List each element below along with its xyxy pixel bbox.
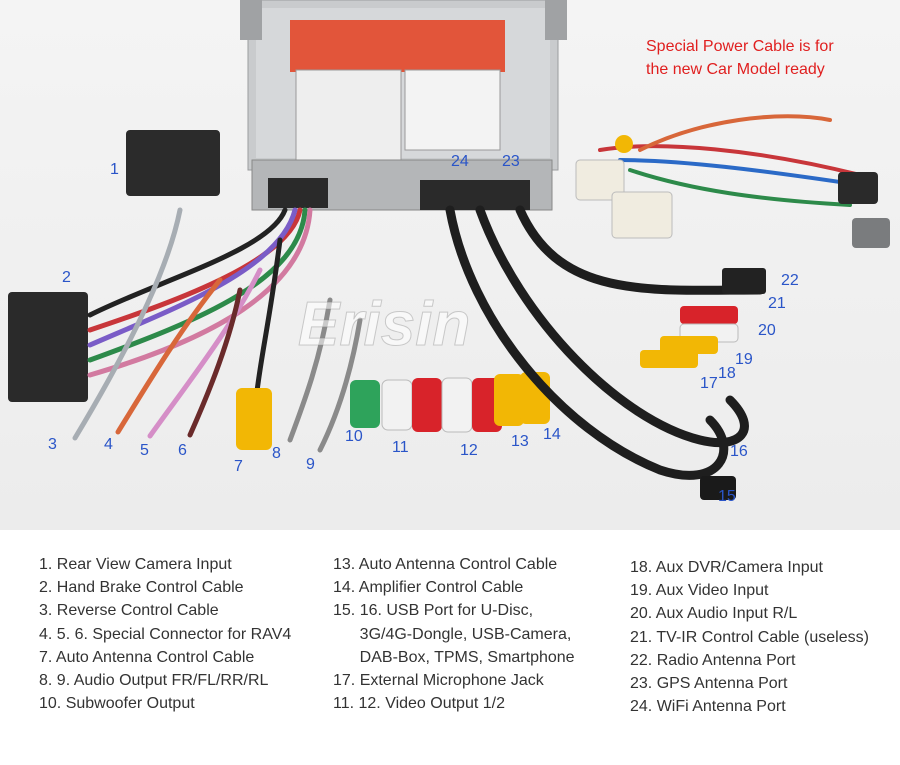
- legend-column-2: 13. Auto Antenna Control Cable 14. Amplif…: [333, 553, 575, 715]
- legend-item: 13. Auto Antenna Control Cable: [333, 556, 558, 573]
- product-photo: Erisin Special Power Cable is for the ne…: [0, 0, 900, 530]
- note-line: Special Power Cable is for: [646, 38, 834, 55]
- callout-21: 21: [768, 295, 786, 312]
- legend-item: 14. Amplifier Control Cable: [333, 579, 524, 597]
- note-line: the new Car Model ready: [646, 61, 825, 78]
- callout-7: 7: [234, 458, 243, 475]
- legend-item: 22. Radio Antenna Port: [630, 651, 796, 669]
- rca-connectors: [236, 306, 739, 450]
- callout-10: 10: [345, 428, 363, 445]
- legend-item: 23. GPS Antenna Port: [630, 675, 788, 693]
- callout-14: 14: [543, 426, 561, 443]
- iso-connector: [8, 292, 88, 402]
- wiring-illustration: Erisin: [8, 0, 890, 500]
- grey-connector: [852, 218, 890, 248]
- legend-item: 1. Rear View Camera Input: [39, 556, 232, 573]
- power-cable-note: Special Power Cable is for the new Car M…: [646, 35, 834, 81]
- legend-item: 10. Subwoofer Output: [39, 695, 195, 713]
- callout-11: 11: [392, 439, 409, 456]
- legend-column-3: 18. Aux DVR/Camera Input 19. Aux Video In…: [630, 556, 869, 718]
- white-connector: [611, 191, 673, 239]
- legend-item: 8. 9. Audio Output FR/FL/RR/RL: [39, 672, 269, 690]
- legend-item: 4. 5. 6. Special Connector for RAV4: [39, 625, 292, 643]
- usb-port: [700, 476, 736, 500]
- legend-item: 20. Aux Audio Input R/L: [630, 605, 798, 623]
- canbus-box: [126, 130, 220, 196]
- callout-24: 24: [451, 153, 469, 170]
- callout-15: 15: [718, 488, 736, 505]
- erisin-logo: Erisin: [298, 290, 470, 359]
- callout-23: 23: [502, 153, 520, 170]
- callout-12: 12: [460, 442, 478, 459]
- yellow-rca-plug: [615, 135, 633, 153]
- callout-2: 2: [62, 269, 71, 286]
- legend-column-1: 1. Rear View Camera Input 2. Hand Brake C…: [39, 553, 291, 715]
- legend-item: 15. 16. USB Port for U-Disc,: [333, 602, 534, 620]
- legend-item: 3. Reverse Control Cable: [39, 602, 219, 620]
- callout-17: 17: [700, 375, 718, 392]
- legend-item: 17. External Microphone Jack: [333, 672, 544, 690]
- callout-6: 6: [178, 442, 187, 459]
- legend-item: 19. Aux Video Input: [630, 582, 769, 600]
- callout-18: 18: [718, 365, 736, 382]
- callout-1: 1: [110, 161, 119, 178]
- legend-item: DAB-Box, TPMS, Smartphone: [333, 648, 575, 666]
- legend-item: 21. TV-IR Control Cable (useless): [630, 628, 869, 646]
- legend-item: 24. WiFi Antenna Port: [630, 698, 786, 716]
- legend-item: 2. Hand Brake Control Cable: [39, 579, 244, 597]
- white-connector: [575, 159, 625, 201]
- legend-item: 11. 12. Video Output 1/2: [333, 695, 505, 713]
- callout-13: 13: [511, 433, 529, 450]
- usb-cables: [445, 205, 765, 480]
- head-unit: [240, 0, 567, 211]
- legend-item: 7. Auto Antenna Control Cable: [39, 648, 255, 666]
- wire-harness: [72, 207, 363, 453]
- callout-5: 5: [140, 442, 149, 459]
- black-connector: [838, 172, 878, 204]
- callout-8: 8: [272, 445, 281, 462]
- legend-item: 18. Aux DVR/Camera Input: [630, 559, 823, 576]
- legend-item: 3G/4G-Dongle, USB-Camera,: [333, 625, 572, 643]
- callout-9: 9: [306, 456, 315, 473]
- callout-19: 19: [735, 351, 753, 368]
- callout-4: 4: [104, 436, 113, 453]
- callout-22: 22: [781, 272, 799, 289]
- callout-20: 20: [758, 322, 776, 339]
- radio-antenna-plug: [722, 268, 766, 294]
- callout-3: 3: [48, 436, 57, 453]
- callout-16: 16: [730, 443, 748, 460]
